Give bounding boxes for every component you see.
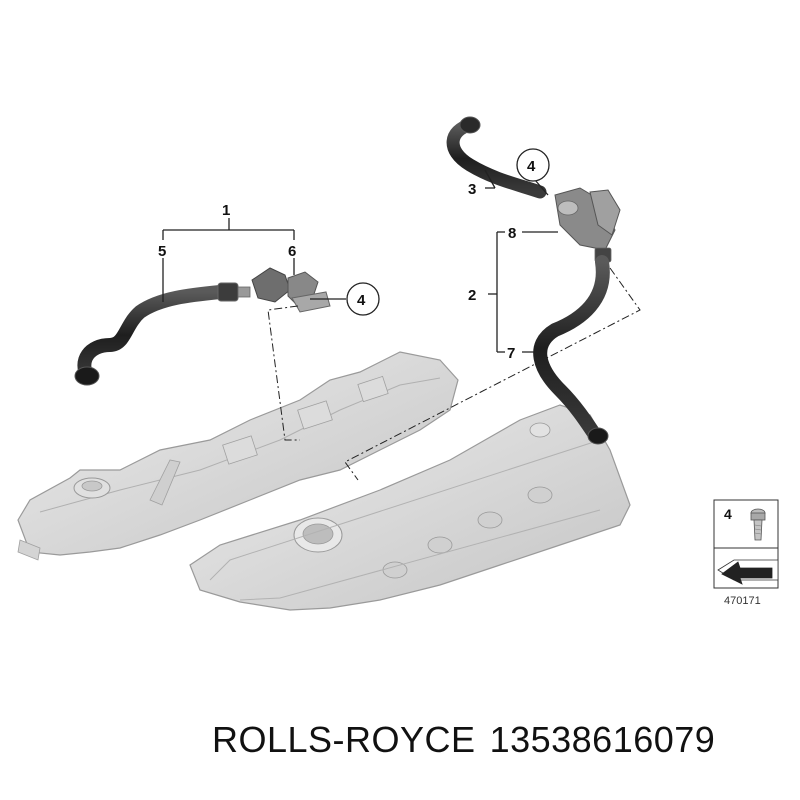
callout-7: 7 [507,345,515,362]
hose-left [74,282,251,386]
caption-part-number: 13538616079 [489,719,716,760]
callout-5: 5 [158,243,166,260]
valve-cover-right [189,404,631,611]
leader-lines [162,169,558,353]
caption: ROLLS-ROYCE 13538616079 [212,714,792,766]
callout-1: 1 [222,202,230,219]
valve-cover-left [17,351,459,561]
legend-box: 4 470171 [713,499,779,607]
caption-brand: ROLLS-ROYCE [212,719,476,760]
callout-3: 3 [468,181,476,198]
legend-reference-code: 470171 [724,595,761,607]
hose-right-lower [533,255,610,445]
callout-4-left-circle [346,282,380,316]
callout-4-right: 4 [527,158,536,175]
callout-6: 6 [288,243,296,260]
callout-4-left: 4 [357,292,366,309]
callout-8: 8 [508,225,516,242]
bolt-icon [750,508,766,541]
legend-item-number: 4 [724,506,732,522]
hose-right-upper [446,116,547,199]
valve-body-left [251,267,331,313]
arrow-icon [717,559,779,585]
callout-2: 2 [468,287,476,304]
callout-4-right-circle [516,148,550,182]
valve-body-right [554,187,621,263]
